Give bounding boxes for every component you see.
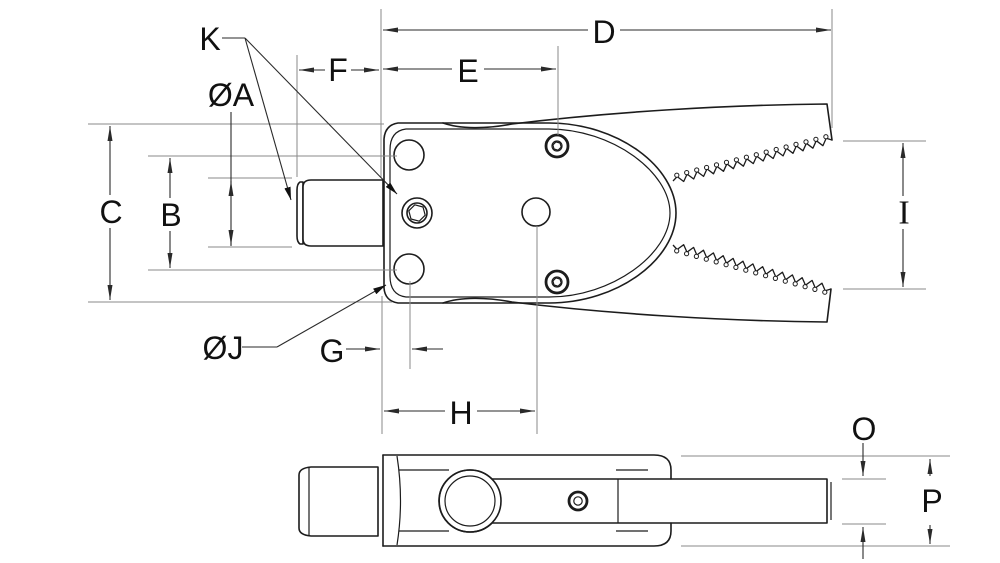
dimension-h: H xyxy=(384,395,535,431)
dimension-i: I xyxy=(898,143,910,287)
jaw-arm-side xyxy=(438,469,828,533)
side-view xyxy=(298,454,832,547)
shank-end-cap xyxy=(296,181,304,245)
upper-jaw xyxy=(442,103,833,183)
dimension-a: ØA xyxy=(208,77,255,246)
dim-label-c: C xyxy=(99,194,122,230)
upper-jaw-serration xyxy=(672,134,833,183)
socket-screw-bottom-right xyxy=(544,269,570,295)
hex-socket xyxy=(552,277,562,287)
dim-label-d: D xyxy=(592,14,615,50)
callout-j: ØJ xyxy=(203,284,387,366)
dim-label-j: ØJ xyxy=(203,330,244,366)
dimension-b: B xyxy=(160,158,182,268)
dimension-c: C xyxy=(99,126,123,300)
hex-socket xyxy=(408,204,426,222)
dimension-o: O xyxy=(852,411,877,559)
body-side-outline xyxy=(382,454,672,547)
side-screw xyxy=(567,490,589,512)
dimension-f: F xyxy=(299,52,379,88)
hole-top-left xyxy=(393,139,425,171)
callout-k: K xyxy=(199,21,398,201)
lower-jaw-serration xyxy=(672,244,832,295)
dim-label-b: B xyxy=(160,197,181,233)
shank-body xyxy=(302,179,384,247)
dim-label-e: E xyxy=(457,53,478,89)
dimension-e: E xyxy=(383,53,556,89)
dim-label-h: H xyxy=(449,395,472,431)
upper-jaw-outline xyxy=(442,103,833,141)
lower-jaw xyxy=(442,244,832,323)
hole-center xyxy=(521,197,551,227)
pivot-ring-inner xyxy=(444,475,496,527)
dim-label-k: K xyxy=(199,21,220,57)
dimension-d: D xyxy=(383,14,831,50)
gripper-body-inner-line xyxy=(389,128,671,298)
dimension-g: G xyxy=(320,333,443,369)
dim-label-p: P xyxy=(921,483,942,519)
dim-label-i: I xyxy=(898,195,909,232)
extension-lines xyxy=(88,9,950,547)
pivot-ring-outer xyxy=(438,469,502,533)
top-view xyxy=(296,103,833,323)
shank-side-view xyxy=(298,466,379,537)
socket-screw-top-right xyxy=(544,133,570,159)
gripper-body-outline xyxy=(383,122,677,304)
dim-label-g: G xyxy=(320,333,345,369)
dim-label-a: ØA xyxy=(208,77,255,113)
hex-socket xyxy=(552,141,562,151)
dim-label-f: F xyxy=(328,52,348,88)
dim-label-o: O xyxy=(852,411,877,447)
lower-jaw-outline xyxy=(442,288,832,323)
dimension-p: P xyxy=(921,459,943,544)
socket-screw-left xyxy=(401,197,433,229)
hole-bottom-left xyxy=(393,253,425,285)
shank-top-view xyxy=(296,179,384,247)
